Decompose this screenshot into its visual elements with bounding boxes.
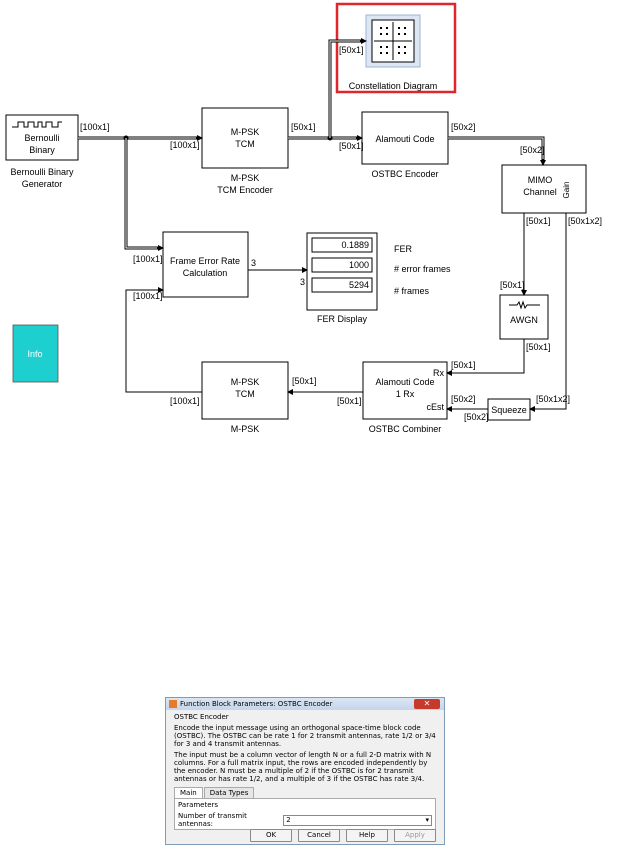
close-icon[interactable]: ✕: [414, 699, 440, 709]
bernoulli-block[interactable]: Bernoulli Binary: [5, 114, 79, 161]
ok-button[interactable]: OK: [250, 829, 292, 842]
tab-main[interactable]: Main: [174, 787, 203, 798]
dialog-description-2: The input must be a column vector of len…: [174, 751, 432, 783]
mpsk-dec-caption: M-PSK: [231, 424, 260, 434]
sig-mimo-out2: [50x1x2]: [568, 216, 602, 226]
fer-label: FER: [394, 244, 413, 254]
parameters-panel: Parameters Number of transmit antennas: …: [174, 798, 436, 830]
mimo-line1: MIMO: [528, 175, 553, 185]
sig-comb-rx: [50x1]: [451, 360, 476, 370]
transmit-antennas-select[interactable]: 2 ▾: [283, 814, 432, 826]
ostbc-encoder-block[interactable]: Alamouti Code: [361, 111, 449, 165]
combiner-caption: OSTBC Combiner: [369, 424, 442, 434]
fer-display-caption: FER Display: [317, 314, 368, 324]
mpsk-tcm-block[interactable]: M-PSK TCM: [201, 107, 289, 169]
mpsk-tcm-line1: M-PSK: [231, 127, 260, 137]
constellation-block[interactable]: [365, 14, 421, 68]
sig-comb-cest: [50x2]: [451, 394, 476, 404]
bernoulli-caption1: Bernoulli Binary: [10, 167, 74, 177]
ostbc-encoder-label: Alamouti Code: [375, 134, 434, 144]
dialog-description-1: Encode the input message using an orthog…: [174, 724, 436, 748]
dialog-title: Function Block Parameters: OSTBC Encoder: [180, 700, 333, 708]
frames-label: # frames: [394, 286, 430, 296]
sig-alam-out: [50x2]: [451, 122, 476, 132]
sig-tcm-out: [50x1]: [291, 122, 316, 132]
constellation-caption: Constellation Diagram: [349, 81, 438, 91]
sig-comb-out: [50x1]: [292, 376, 317, 386]
mimo-line2: Channel: [523, 187, 557, 197]
combiner-port-cest: cEst: [426, 402, 444, 412]
sig-dec-in: [50x1]: [337, 396, 362, 406]
transmit-antennas-label: Number of transmit antennas:: [178, 812, 247, 828]
signal-lines: [78, 38, 567, 412]
dialog-titlebar[interactable]: Function Block Parameters: OSTBC Encoder…: [166, 698, 444, 710]
mpsk-tcm-caption1: M-PSK: [231, 173, 260, 183]
squeeze-label: Squeeze: [491, 405, 527, 415]
sig-fer-in2: [100x1]: [133, 291, 163, 301]
fer-calc-block[interactable]: Frame Error Rate Calculation 3: [162, 231, 256, 298]
fer-display-port-in: 3: [300, 277, 305, 287]
simulink-diagram: Bernoulli Binary Bernoulli Binary Genera…: [5, 2, 602, 434]
combiner-line1: Alamouti Code: [375, 377, 434, 387]
sig-awgn-out: [50x1]: [526, 342, 551, 352]
transmit-antennas-value: 2: [286, 816, 291, 824]
apply-button[interactable]: Apply: [394, 829, 436, 842]
constellation-dots-icon: [380, 27, 406, 54]
fer-calc-line1: Frame Error Rate: [170, 256, 240, 266]
fer-calc-line2: Calculation: [183, 268, 228, 278]
mpsk-dec-line2: TCM: [235, 389, 255, 399]
sig-gen-out: [100x1]: [80, 122, 110, 132]
combiner-line2: 1 Rx: [396, 389, 415, 399]
sig-fer-in1: [100x1]: [133, 254, 163, 264]
cancel-button[interactable]: Cancel: [298, 829, 340, 842]
info-block[interactable]: Info: [12, 324, 59, 383]
error-frames-value: 1000: [349, 260, 369, 270]
error-frames-label: # error frames: [394, 264, 451, 274]
fer-calc-port-out: 3: [251, 258, 256, 268]
frames-value: 5294: [349, 280, 369, 290]
bernoulli-line2: Binary: [29, 145, 55, 155]
bernoulli-line1: Bernoulli: [24, 133, 59, 143]
pulse-icon: [12, 121, 62, 128]
highlight-box: [335, 2, 457, 94]
sig-alam-in: [50x1]: [339, 141, 364, 151]
block-parameters-dialog: Function Block Parameters: OSTBC Encoder…: [165, 697, 445, 845]
squeeze-block[interactable]: Squeeze: [487, 398, 531, 421]
simulink-app-icon: [169, 700, 177, 708]
sig-tcm-in: [100x1]: [170, 140, 200, 150]
mimo-gain-port: Gain: [562, 182, 571, 199]
bernoulli-caption2: Generator: [22, 179, 63, 189]
dialog-heading: OSTBC Encoder: [174, 713, 229, 721]
chevron-down-icon: ▾: [425, 816, 429, 824]
mpsk-tcm-line2: TCM: [235, 139, 255, 149]
fer-display-block[interactable]: 0.1889 1000 5294 3: [300, 232, 378, 311]
awgn-label: AWGN: [510, 315, 538, 325]
sig-dec-out: [100x1]: [170, 396, 200, 406]
sig-sq-in: [50x1x2]: [536, 394, 570, 404]
sig-mimo-out1: [50x1]: [526, 216, 551, 226]
sig-mimo-in: [50x2]: [520, 145, 545, 155]
mpsk-dec-line1: M-PSK: [231, 377, 260, 387]
info-label: Info: [27, 349, 42, 359]
parameters-section-label: Parameters: [178, 801, 219, 809]
sig-const-in: [50x1]: [339, 45, 364, 55]
ostbc-encoder-caption: OSTBC Encoder: [371, 169, 438, 179]
mimo-channel-block[interactable]: MIMO Channel Gain: [501, 164, 587, 214]
mpsk-tcm-caption2: TCM Encoder: [217, 185, 273, 195]
dialog-tabs: Main Data Types: [174, 787, 436, 798]
help-button[interactable]: Help: [346, 829, 388, 842]
tab-data-types[interactable]: Data Types: [203, 787, 255, 798]
combiner-port-rx: Rx: [433, 368, 444, 378]
ostbc-combiner-block[interactable]: Alamouti Code 1 Rx Rx cEst: [362, 361, 448, 420]
sig-awgn-in: [50x1]: [500, 280, 525, 290]
fer-value: 0.1889: [341, 240, 369, 250]
mpsk-decoder-block[interactable]: M-PSK TCM: [201, 361, 289, 420]
noise-icon: [509, 300, 540, 310]
awgn-block[interactable]: AWGN: [499, 294, 549, 340]
sig-sq-out: [50x2]: [464, 412, 489, 422]
